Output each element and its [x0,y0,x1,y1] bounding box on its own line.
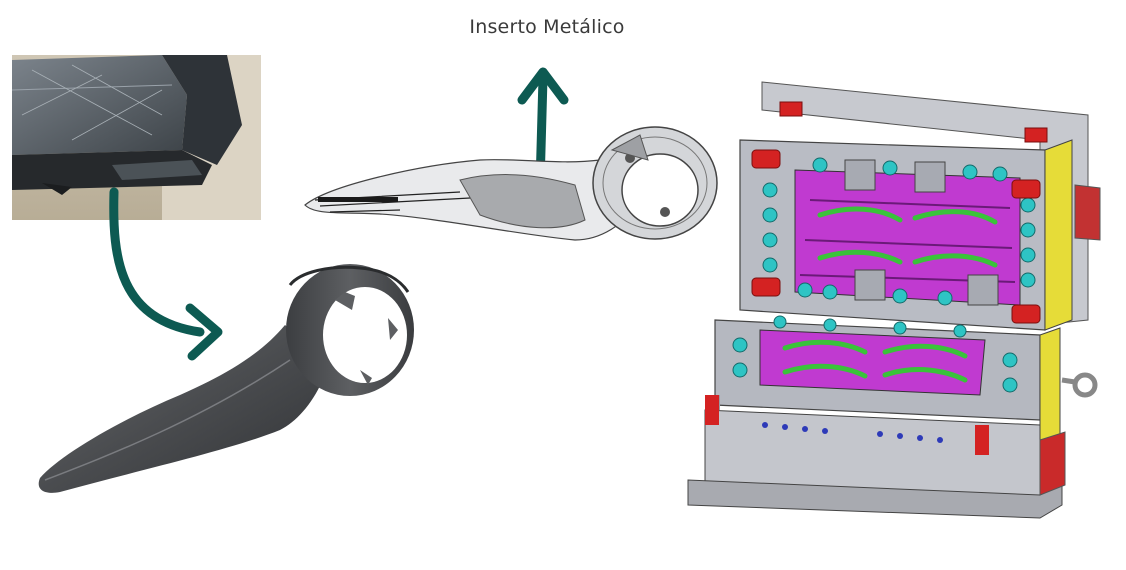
metal-insert-part [304,126,718,241]
plastic-lever-part [38,264,414,493]
injection-mold-assembly [687,81,1101,519]
car-seat-photo [12,55,261,220]
insert-title: Inserto Metálico [469,16,625,38]
insert-title-container: Inserto Metálico [0,16,1080,38]
seat-to-part-arrow [109,187,223,361]
